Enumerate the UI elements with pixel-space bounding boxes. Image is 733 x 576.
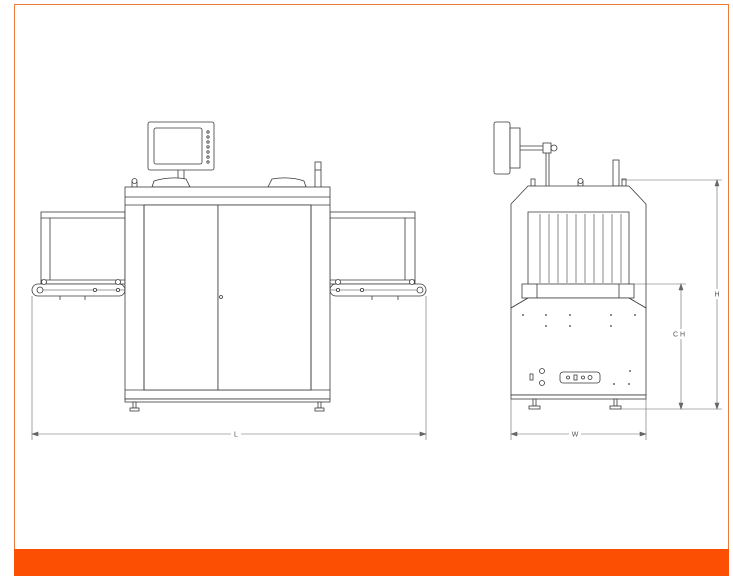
left-tunnel (40, 211, 126, 285)
footer-bar (14, 549, 729, 576)
left-top-hood (151, 177, 191, 188)
left-door (143, 204, 219, 391)
side-conveyor (521, 283, 635, 299)
height-label: H (714, 292, 719, 299)
right-tunnel (329, 211, 416, 285)
right-door (217, 204, 312, 391)
key-switch-panel (559, 371, 601, 384)
monitor-buttons (206, 130, 210, 164)
door-handle (219, 295, 223, 299)
side-beacon-post (612, 159, 620, 187)
conveyor-height-label: C H (673, 332, 685, 339)
side-screws (522, 314, 636, 385)
front-view (31, 121, 427, 412)
curtain-strips (539, 214, 622, 283)
conveyor-height-dimension (634, 283, 686, 410)
side-left-foot (532, 398, 537, 407)
tunnel-opening (527, 211, 630, 286)
right-top-hood (267, 177, 307, 188)
front-left-foot (132, 401, 137, 409)
control-panel (529, 368, 601, 386)
front-beacon-post (314, 161, 322, 189)
side-monitor (493, 121, 511, 175)
width-label: W (572, 432, 579, 439)
length-dimension (31, 296, 427, 440)
length-label: L (234, 432, 238, 439)
side-view (493, 121, 647, 410)
side-right-foot (613, 398, 618, 407)
front-right-foot (317, 401, 322, 409)
